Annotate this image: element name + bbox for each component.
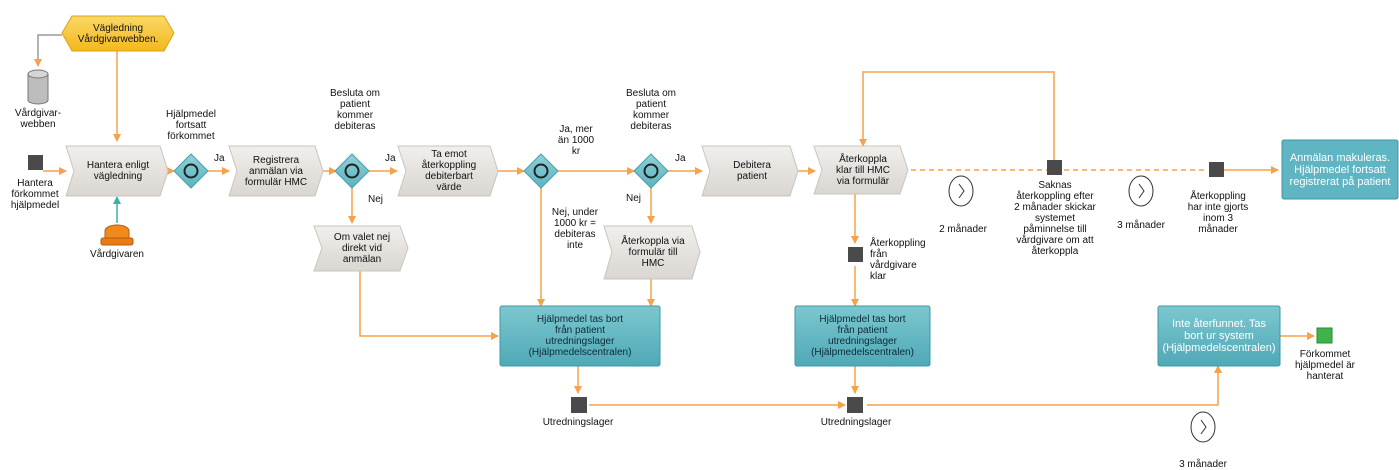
feedbackready-label: Återkoppla klar till HMC via formulär	[836, 153, 890, 187]
receive-shape	[397, 145, 499, 197]
gateway2-no-label: Nej	[368, 194, 384, 205]
receive-label: Ta emot återkoppling debiterbart värde	[421, 149, 477, 193]
guide-hexagon	[61, 15, 175, 52]
remove1-shape	[499, 305, 661, 367]
database-icon	[27, 69, 49, 105]
intermediate-events	[571, 160, 1224, 413]
gateway2-yes-label: Ja	[385, 153, 396, 164]
notfound-shape	[1157, 305, 1281, 367]
xor-gateway-icon	[173, 153, 669, 189]
flow-guide-to-database	[34, 34, 62, 67]
gateway1-yes-label: Ja	[214, 153, 225, 164]
storage2-label: Utredningslager	[820, 417, 892, 428]
timer3-label: 3 månader	[1179, 459, 1227, 470]
end-event-label: Förkommet hjälpmedel är hanterat	[1294, 349, 1356, 382]
nodirect-shape	[313, 225, 409, 272]
cancelled-label: Anmälan makuleras. Hjälpmedel fortsatt r…	[1289, 151, 1391, 188]
gateway1-label: Hjälpmedel fortsatt förkommet	[165, 109, 217, 142]
timer2-label: 3 månader	[1117, 220, 1165, 231]
flow-reminder-loop	[859, 71, 1055, 160]
database-label: Vårdgivar- webben	[14, 108, 62, 130]
gateway3-no-label: Nej, under 1000 kr = debiteras inte	[551, 207, 599, 251]
end-event	[1316, 327, 1333, 344]
guide-box-label: Vägledning Vårdgivarwebben.	[77, 22, 159, 45]
gateway4-label: Besluta om patient kommer debiteras	[625, 88, 677, 132]
handle-shape	[65, 145, 169, 197]
timer-icon	[948, 175, 1216, 443]
flow-storage2-to-notfound	[867, 365, 1222, 406]
timer1-label: 2 månader	[939, 224, 987, 235]
nodirect-label: Om valet nej direkt vid anmälan	[333, 232, 391, 265]
notfound-label: Inte återfunnet. Tas bort ur system (Hjä…	[1162, 318, 1276, 354]
event-feedback-label: Återkoppling från vårdgivare klar	[870, 238, 926, 282]
register-shape	[228, 145, 324, 197]
charge-shape	[701, 145, 799, 197]
gateway4-yes-label: Ja	[675, 153, 686, 164]
gateway4-no-label: Nej	[626, 193, 642, 204]
gateway3-yes-label: Ja, mer än 1000 kr	[557, 124, 595, 157]
org-units	[499, 139, 1399, 367]
caregiver-label: Vårdgivaren	[90, 249, 144, 260]
handle-label: Hantera enligt vägledning	[86, 160, 150, 182]
feedbackform-shape	[603, 225, 701, 280]
remove1-label: Hjälpmedel tas bort från patient utredni…	[528, 314, 632, 358]
reminder-label: Saknas återkoppling efter 2 månader skic…	[1014, 180, 1096, 257]
caregiver-role-icon	[100, 224, 134, 246]
process-shapes	[65, 145, 909, 280]
gateway2-label: Besluta om patient kommer debiteras	[329, 88, 381, 132]
event-feedback	[848, 247, 863, 262]
feedbackform-label: Återkoppla via formulär till HMC	[621, 236, 685, 269]
register-label: Registrera anmälan via formulär HMC	[244, 154, 308, 188]
cancelled-shape	[1281, 139, 1399, 200]
start-event-label: Hantera förkommet hjälpmedel	[10, 178, 60, 211]
storage1-event	[571, 397, 587, 413]
event-reminder	[1047, 160, 1062, 175]
remove2-shape	[794, 305, 931, 367]
start-event	[28, 155, 43, 170]
no-feedback-label: Återkoppling har inte gjorts inom 3 måna…	[1187, 191, 1249, 235]
flow-nodirect-to-remove1	[359, 271, 499, 340]
feedbackready-shape	[813, 145, 909, 195]
event-no-feedback	[1209, 162, 1224, 177]
storage1-label: Utredningslager	[542, 417, 614, 428]
remove2-label: Hjälpmedel tas bort från patient utredni…	[811, 314, 914, 358]
storage2-event	[847, 397, 863, 413]
charge-label: Debitera patient	[733, 160, 771, 182]
